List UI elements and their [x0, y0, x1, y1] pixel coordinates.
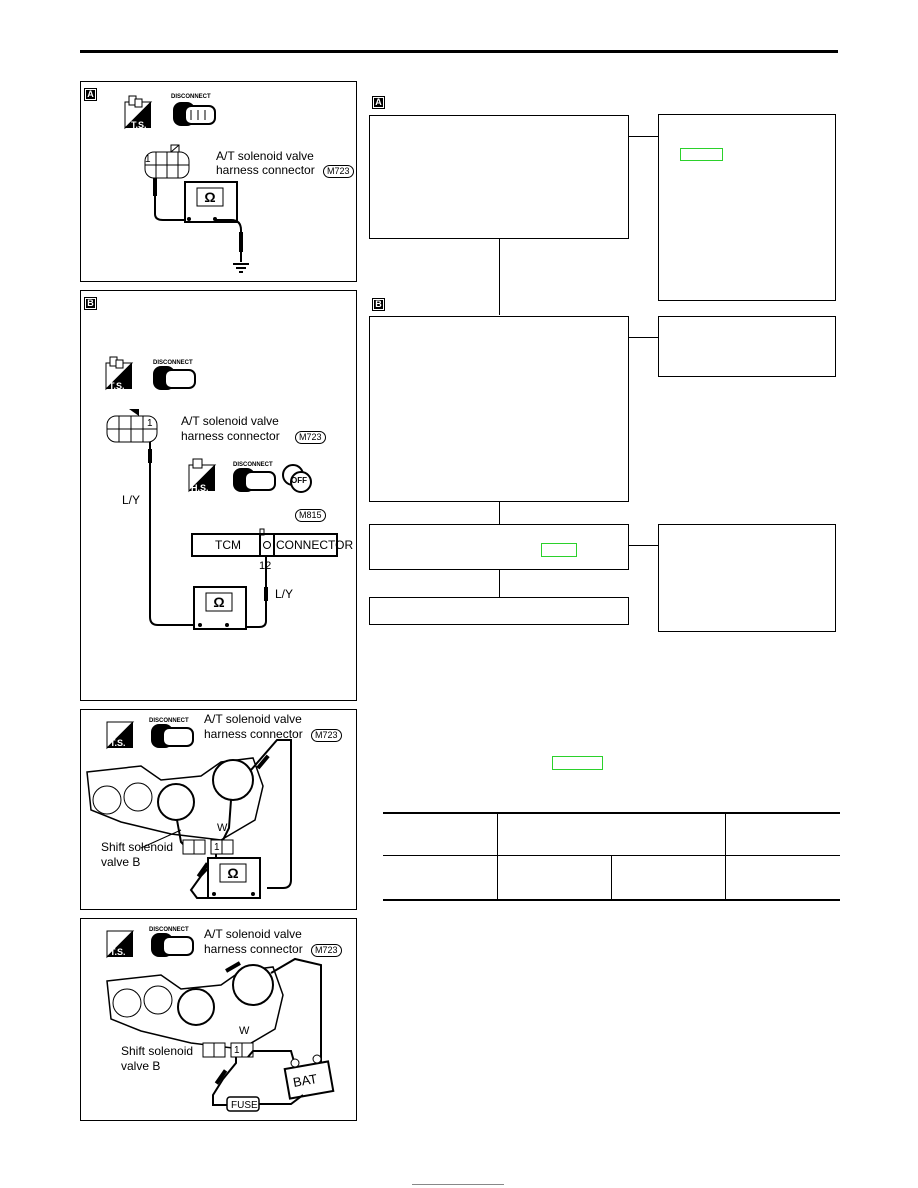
connector-code-badge: M723	[311, 944, 342, 957]
diagram-panel-a: A Ω	[80, 81, 357, 282]
connector-line	[499, 239, 500, 315]
battery-icon	[283, 1054, 335, 1100]
wire-color-right: L/Y	[275, 587, 294, 601]
wire-color: W	[239, 1025, 250, 1037]
highlight-marker	[680, 148, 723, 161]
disconnect-icon	[153, 366, 196, 390]
flow-b-badge: B	[372, 298, 385, 311]
svg-text:Ω: Ω	[213, 594, 224, 610]
fuse-label: FUSE	[231, 1100, 258, 1111]
disconnect-text: DISCONNECT	[149, 718, 189, 724]
ground-icon	[233, 263, 249, 273]
disconnect-icon	[151, 933, 194, 957]
pin-number: 1	[214, 842, 220, 853]
connector-label-line-1: A/T solenoid valve	[204, 712, 302, 726]
connector-label-line-2: harness connector	[216, 163, 315, 177]
pin-number: 1	[234, 1045, 240, 1056]
tcm-connector-label: CONNECTOR	[276, 538, 354, 552]
ts-text: T.S.	[110, 947, 126, 957]
pin-number: 1	[147, 418, 153, 429]
connector-line	[629, 136, 658, 137]
connector-line	[499, 502, 500, 524]
flow-result-a-box	[658, 114, 836, 301]
connector-label-line-1: A/T solenoid valve	[181, 414, 279, 428]
disconnect-text: DISCONNECT	[153, 360, 193, 366]
diagram-panel-c: Ω T.S. DISCONNECT A/T solenoid valve har…	[80, 709, 357, 910]
resistance-table	[383, 812, 840, 901]
flow-result-c-box	[658, 524, 836, 632]
svg-text:Ω: Ω	[227, 865, 238, 881]
flow-result-b-box	[658, 316, 836, 377]
disconnect-icon	[233, 468, 276, 492]
diagram-a-drawing: Ω	[124, 95, 249, 273]
test-switch-icon	[106, 721, 135, 750]
hand-switch-icon	[188, 458, 217, 493]
pin-number: 1	[145, 154, 151, 165]
disconnect-text: DISCONNECT	[149, 927, 189, 933]
tcm-terminal-icon	[263, 541, 271, 549]
connector-label-line-2: harness connector	[204, 727, 303, 741]
valve-label-line-2: valve B	[121, 1059, 161, 1073]
wire-color: W	[217, 822, 228, 834]
connector-line	[629, 545, 658, 546]
tcm-pin-number: 12	[259, 560, 272, 572]
footer-mark	[412, 1184, 504, 1185]
valve-label-line-1: Shift solenoid	[101, 840, 174, 854]
connector-code-badge: M723	[311, 729, 342, 742]
ts-text: T.S.	[109, 381, 125, 391]
highlight-marker	[541, 543, 577, 557]
flow-step-a-box	[369, 115, 629, 239]
disconnect-icon	[173, 102, 216, 126]
flow-a-badge: A	[372, 96, 385, 109]
connector-line	[499, 570, 500, 598]
test-switch-icon	[124, 95, 153, 130]
disconnect-icon	[151, 724, 194, 748]
diagram-panel-d: T.S. DISCONNECT A/T solenoid valve harne…	[80, 918, 357, 1121]
tcm-divider	[259, 535, 275, 555]
tcm-label: TCM	[215, 538, 241, 552]
flow-step-c-box	[369, 524, 629, 570]
disconnect-text-2: DISCONNECT	[233, 462, 273, 468]
diagram-c-drawing: Ω	[86, 721, 292, 899]
header-rule	[80, 50, 838, 53]
diagram-d-drawing	[106, 930, 335, 1112]
diagram-b-drawing: Ω	[105, 356, 312, 630]
connector-code-badge: M723	[323, 165, 354, 178]
disconnect-text: DISCONNECT	[171, 94, 211, 100]
connector-label-line-1: A/T solenoid valve	[216, 149, 314, 163]
wire-color-left: L/Y	[122, 493, 141, 507]
valve-label-line-1: Shift solenoid	[121, 1044, 194, 1058]
tcm-connector: TCM CONNECTOR	[191, 533, 353, 557]
svg-text:Ω: Ω	[204, 189, 215, 205]
valve-label-line-2: valve B	[101, 855, 141, 869]
panel-b-badge: B	[84, 297, 97, 310]
highlight-marker	[552, 756, 603, 770]
panel-a-badge: A	[84, 88, 97, 101]
connector-label-line-2: harness connector	[204, 942, 303, 956]
diagram-panel-b: B	[80, 290, 357, 701]
hs-text: H.S.	[191, 483, 209, 493]
table-rule-top	[383, 812, 840, 814]
tcm-code-badge: M815	[295, 509, 326, 522]
ts-text: T.S.	[131, 120, 147, 130]
table-divider	[611, 855, 612, 901]
table-divider	[725, 812, 726, 901]
table-divider	[497, 812, 498, 901]
connector-label-line-1: A/T solenoid valve	[204, 927, 302, 941]
test-switch-icon	[106, 930, 135, 959]
off-text: OFF	[291, 476, 307, 485]
flow-step-d-box	[369, 597, 629, 625]
test-switch-icon	[105, 356, 134, 391]
connector-code-badge: M723	[295, 431, 326, 444]
flow-step-b-box	[369, 316, 629, 502]
ts-text: T.S.	[110, 738, 126, 748]
connector-label-line-2: harness connector	[181, 429, 280, 443]
connector-line	[629, 337, 658, 338]
ignition-off-icon	[282, 464, 312, 493]
